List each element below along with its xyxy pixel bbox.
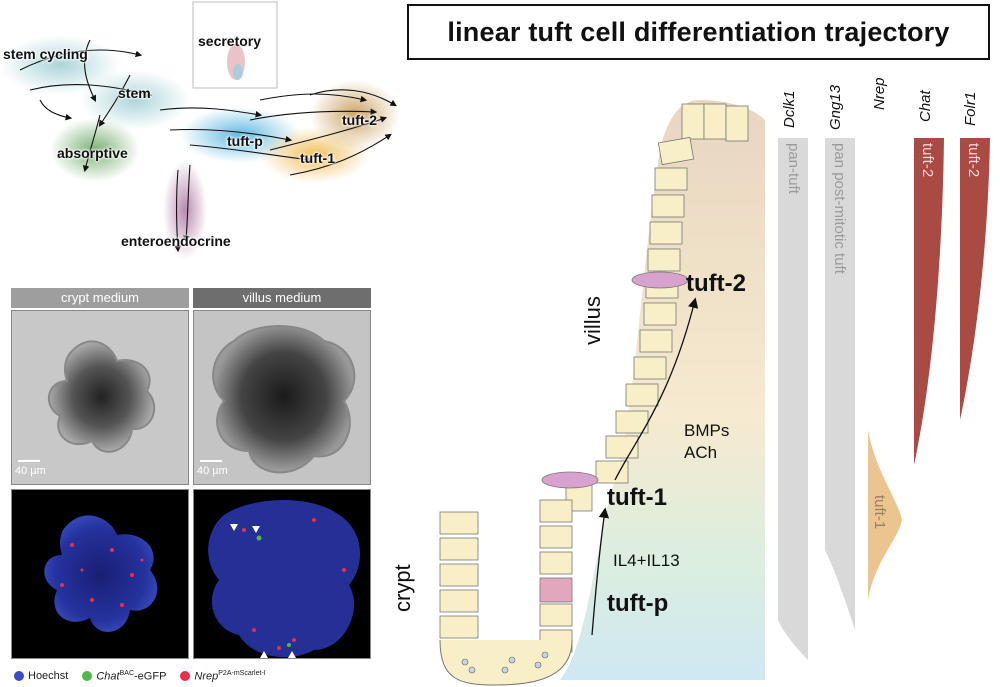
tuft-2-cell [631,271,689,289]
bar-label-gng13: pan post-mitotic tuft [831,143,848,274]
cluster-absorptive [50,118,140,182]
legend-hoechst: Hoechst [14,670,68,683]
bar-dclk1 [778,138,808,660]
gene-name-gng13: Gng13 [827,84,844,130]
tuft-p-cell [539,577,573,603]
signal-label-il4-il13: IL4+IL13 [613,551,680,570]
bar-label-nrep: tuft-1 [871,495,888,530]
scale-bar-label-crypt: 40 µm [15,465,46,477]
cluster-stem [80,70,190,130]
bar-nrep [868,430,902,600]
bar-folr1 [960,138,990,420]
crypt-medium-header: crypt medium [11,288,189,308]
brightfield-crypt-medium [11,310,189,485]
legend-chat-gene: Chat [96,670,120,683]
cluster-enteroendocrine [163,160,207,260]
legend-chat-suffix: -eGFP [134,670,167,683]
signal-label-bmps: BMPs [684,421,730,440]
legend-nrep-sup: P2A-mScarlet-I [218,670,266,677]
gene-name-chat: Chat [917,90,934,122]
stage-label-tuft-1: tuft-1 [607,484,667,511]
gene-name-dclk1: Dclk1 [781,90,798,128]
stage-label-tuft-p: tuft-p [607,590,669,617]
stage-label-tuft-2: tuft-2 [686,270,746,297]
tuft-1-cell [541,471,599,489]
chat-dot-icon [82,671,93,682]
legend-nrep-gene: Nrep [194,670,219,683]
crypt-villus-diagram [439,100,765,686]
signal-label-ach: ACh [684,443,718,462]
bar-chat [914,138,944,465]
gene-name-nrep: Nrep [871,77,888,110]
nrep-dot-icon [180,671,191,682]
legend-nrep: NrepP2A-mScarlet-I [180,670,266,683]
umap-label-enteroendocrine: enteroendocrine [121,233,231,249]
umap-plot [0,1,400,260]
region-label-crypt: crypt [390,564,415,612]
umap-label-absorptive: absorptive [57,145,128,161]
bar-label-dclk1: pan-tuft [785,143,802,194]
umap-label-stem-cycling: stem cycling [3,46,88,62]
figure-title: linear tuft cell differentiation traject… [447,16,950,47]
brightfield-villus-medium [193,310,371,485]
umap-label-tuft-1: tuft-1 [300,150,335,166]
bar-label-folr1: tuft-2 [965,143,982,178]
gene-name-folr1: Folr1 [962,91,979,126]
scale-bar-label-villus: 40 µm [197,465,228,477]
cluster-tuft-2 [310,80,400,150]
bar-gng13 [825,138,855,630]
title-box: linear tuft cell differentiation traject… [407,4,990,60]
region-label-villus: villus [580,296,605,345]
umap-label-tuft-2: tuft-2 [342,112,377,128]
umap-inset-label: secretory [198,33,262,49]
legend-chat: ChatBAC-eGFP [82,670,166,683]
fluorescence-villus-medium [193,489,371,659]
villus-medium-header: villus medium [193,288,371,308]
umap-label-stem: stem [118,85,151,101]
hoechst-dot-icon [14,671,24,682]
expression-bars [778,138,990,660]
umap-label-tuft-p: tuft-p [227,133,263,149]
fluorescence-crypt-medium [11,489,189,659]
legend-chat-sup: BAC [119,670,135,677]
bar-label-chat: tuft-2 [919,143,936,178]
fluorescence-legend: Hoechst ChatBAC-eGFP NrepP2A-mScarlet-I [14,670,266,683]
velocity-streamlines [19,39,397,253]
legend-hoechst-label: Hoechst [28,670,69,683]
